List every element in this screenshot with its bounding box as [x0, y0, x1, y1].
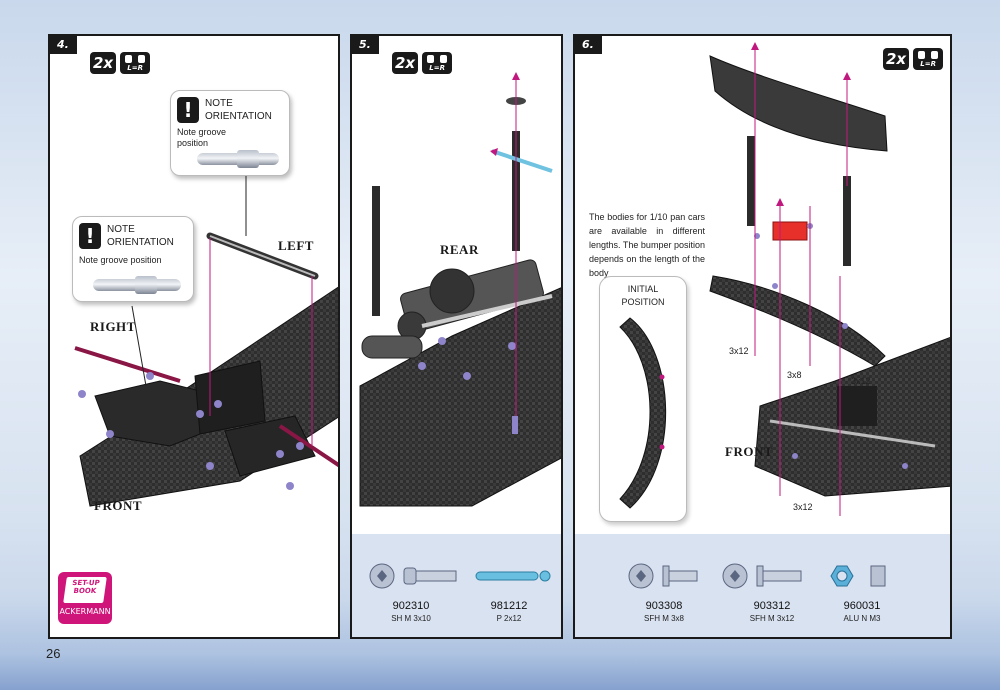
screw-3x12-label-a: 3x12 — [729, 346, 749, 356]
initial-position-box: INITIAL POSITION — [599, 276, 687, 522]
left-label: LEFT — [278, 238, 314, 253]
parts-illustrations — [369, 563, 551, 589]
warning-icon: ! — [79, 223, 101, 249]
setup-book-caption: ACKERMANN — [59, 607, 111, 616]
part-981212: 981212 P 2x12 — [490, 600, 528, 623]
rear-label: REAR — [440, 242, 479, 257]
front-label: FRONT — [94, 498, 142, 513]
count-badge: 2x — [883, 48, 910, 70]
screw-3x8-label: 3x8 — [787, 370, 802, 380]
step-5-panel: 5. 2x L=R REAR — [350, 34, 563, 639]
parts-strip: 902310 SH M 3x10 981212 P 2x12 — [352, 534, 561, 637]
page-number: 26 — [46, 646, 61, 661]
step-number: 6. — [575, 36, 602, 54]
step-number: 4. — [50, 36, 77, 54]
step-6-panel: 6. 2x L=R The bodies for 1/10 pan cars a… — [573, 34, 952, 639]
left-equals-right-icon: L=R — [120, 52, 151, 74]
quantity-badge: 2x L=R — [883, 48, 944, 70]
right-label: RIGHT — [90, 319, 136, 334]
part-960031: 960031 ALU N M3 — [843, 600, 881, 623]
part-903308: 903308 SFH M 3x8 — [643, 600, 684, 623]
parts-strip: 903308 SFH M 3x8 903312 SFH M 3x12 96003… — [575, 534, 950, 637]
note-caption: Note groove position — [177, 127, 227, 148]
orientation-note-left: ! NOTE ORIENTATION Note groove position — [72, 216, 194, 302]
step-4-panel: 4. 2x L=R ! NOTE ORIENTATION Note groove… — [48, 34, 340, 639]
turnbuckle-hex-illustration — [237, 150, 259, 168]
step-number: 5. — [352, 36, 379, 54]
turnbuckle-hex-illustration — [135, 276, 157, 294]
setup-book-icon: SET-UP BOOK — [63, 577, 107, 603]
setup-book-badge: SET-UP BOOK ACKERMANN — [58, 572, 112, 624]
count-badge: 2x — [392, 52, 419, 74]
orientation-note-top: ! NOTE ORIENTATION Note groove position — [170, 90, 290, 176]
note-title: NOTE ORIENTATION — [205, 98, 272, 122]
initial-position-title: INITIAL POSITION — [621, 284, 665, 307]
count-badge: 2x — [90, 52, 117, 74]
front-label: FRONT — [725, 444, 773, 459]
quantity-badge: 2x L=R — [90, 52, 151, 74]
left-equals-right-icon: L=R — [422, 52, 453, 74]
part-903312: 903312 SFH M 3x12 — [749, 600, 795, 623]
quantity-badge: 2x L=R — [392, 52, 453, 74]
note-caption: Note groove position — [79, 255, 162, 265]
bumper-assembly-illustration — [709, 42, 950, 516]
parts-illustrations — [628, 563, 886, 589]
warning-icon: ! — [177, 97, 199, 123]
part-902310: 902310 SH M 3x10 — [391, 600, 431, 623]
rear-axle-illustration — [359, 72, 561, 507]
note-title: NOTE ORIENTATION — [107, 224, 174, 248]
bumper-brace-illustration — [619, 317, 667, 509]
front-suspension-illustration — [74, 176, 338, 507]
body-length-note: The bodies for 1/10 pan cars are availab… — [589, 212, 705, 278]
left-equals-right-icon: L=R — [913, 48, 944, 70]
screw-3x12-label-b: 3x12 — [851, 376, 871, 386]
screw-3x12-label-c: 3x12 — [793, 502, 813, 512]
